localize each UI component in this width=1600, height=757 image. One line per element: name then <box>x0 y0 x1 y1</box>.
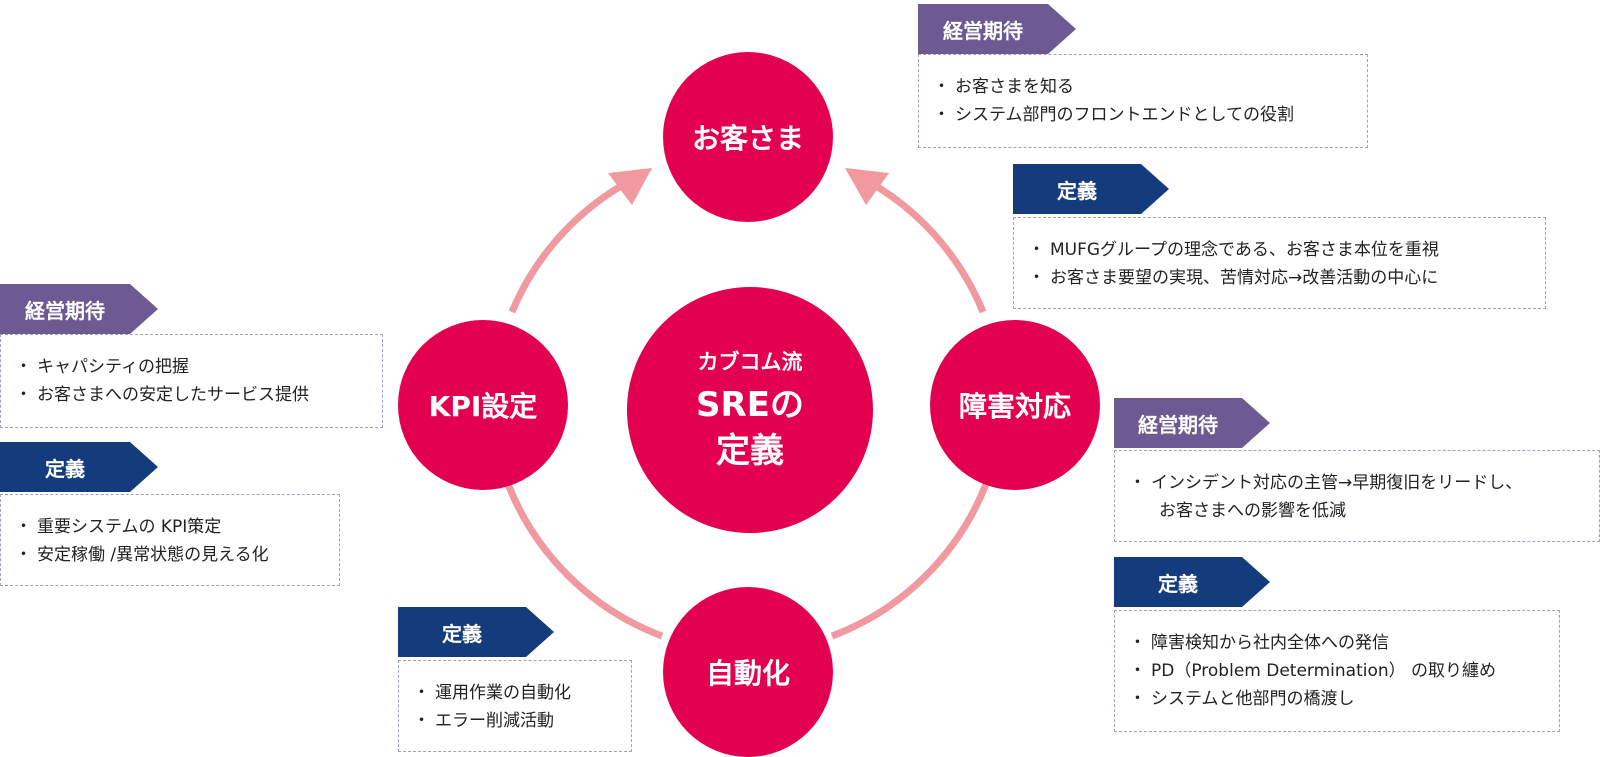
node-incident: 障害対応 <box>930 320 1100 490</box>
node-incident-label: 障害対応 <box>958 390 1071 423</box>
customer-expectation-tag: 経営期待 <box>918 4 1076 54</box>
list-item-continuation: お客さまへの影響を低減 <box>1159 501 1346 521</box>
customer-expectation-list: お客さまを知る システム部門のフロントエンドとしての役割 <box>933 73 1347 129</box>
center-title-line1: SREの <box>696 385 804 425</box>
arc-automation-to-kpi <box>504 482 664 640</box>
arrowhead-right <box>845 168 889 205</box>
kpi-expectation-list: キャパシティの把握 お客さまへの安定したサービス提供 <box>15 353 362 409</box>
kpi-definition-tag: 定義 <box>0 442 158 492</box>
list-item: 重要システムの KPI策定 <box>15 513 319 541</box>
customer-expectation-box: お客さまを知る システム部門のフロントエンドとしての役割 <box>918 54 1368 148</box>
node-automation: 自動化 <box>663 587 833 757</box>
list-item: 運用作業の自動化 <box>413 679 611 707</box>
node-automation-label: 自動化 <box>705 657 790 690</box>
automation-definition-tag: 定義 <box>398 607 554 657</box>
automation-definition-list: 運用作業の自動化 エラー削減活動 <box>413 679 611 735</box>
customer-definition-tag: 定義 <box>1013 164 1169 214</box>
incident-expectation-box: インシデント対応の主管→早期復旧をリードし、 お客さまへの影響を低減 <box>1114 450 1600 542</box>
node-customer-label: お客さま <box>691 122 804 155</box>
incident-definition-tag: 定義 <box>1114 557 1270 607</box>
list-item: PD（Problem Determination） の取り纏め <box>1129 657 1539 685</box>
incident-definition-box: 障害検知から社内全体への発信 PD（Problem Determination）… <box>1114 610 1560 732</box>
kpi-expectation-tag: 経営期待 <box>0 284 158 334</box>
node-kpi-label: KPI設定 <box>428 390 538 423</box>
center-sre-definition-circle: カブコム流 SREの 定義 <box>627 287 873 533</box>
list-item: システムと他部門の橋渡し <box>1129 685 1539 713</box>
customer-definition-list: MUFGグループの理念である、お客さま本位を重視 お客さま要望の実現、苦情対応→… <box>1028 236 1525 292</box>
center-subtitle: カブコム流 <box>697 350 803 374</box>
arc-incident-to-automation <box>830 482 990 640</box>
kpi-definition-box: 重要システムの KPI策定 安定稼働 /異常状態の見える化 <box>0 494 340 586</box>
list-item: キャパシティの把握 <box>15 353 362 381</box>
node-customer: お客さま <box>663 52 833 222</box>
arc-kpi-to-customer <box>508 182 623 314</box>
node-kpi: KPI設定 <box>398 320 568 490</box>
automation-definition-box: 運用作業の自動化 エラー削減活動 <box>398 660 632 752</box>
list-item: 安定稼働 /異常状態の見える化 <box>15 541 319 569</box>
list-item: インシデント対応の主管→早期復旧をリードし、 <box>1129 469 1579 497</box>
list-item: システム部門のフロントエンドとしての役割 <box>933 101 1347 129</box>
kpi-expectation-box: キャパシティの把握 お客さまへの安定したサービス提供 <box>0 334 383 428</box>
list-item: お客さまへの安定したサービス提供 <box>15 381 362 409</box>
list-item: お客さま要望の実現、苦情対応→改善活動の中心に <box>1028 264 1525 292</box>
arc-incident-to-customer <box>874 183 987 314</box>
arrowhead-left <box>608 168 652 205</box>
list-item: 障害検知から社内全体への発信 <box>1129 629 1539 657</box>
customer-definition-box: MUFGグループの理念である、お客さま本位を重視 お客さま要望の実現、苦情対応→… <box>1013 217 1546 309</box>
kpi-definition-list: 重要システムの KPI策定 安定稼働 /異常状態の見える化 <box>15 513 319 569</box>
incident-expectation-tag: 経営期待 <box>1114 398 1270 448</box>
incident-expectation-list: インシデント対応の主管→早期復旧をリードし、 お客さまへの影響を低減 <box>1129 469 1579 525</box>
incident-definition-list: 障害検知から社内全体への発信 PD（Problem Determination）… <box>1129 629 1539 713</box>
center-title-line2: 定義 <box>716 431 784 471</box>
list-item: MUFGグループの理念である、お客さま本位を重視 <box>1028 236 1525 264</box>
list-item: エラー削減活動 <box>413 707 611 735</box>
list-item: お客さまを知る <box>933 73 1347 101</box>
